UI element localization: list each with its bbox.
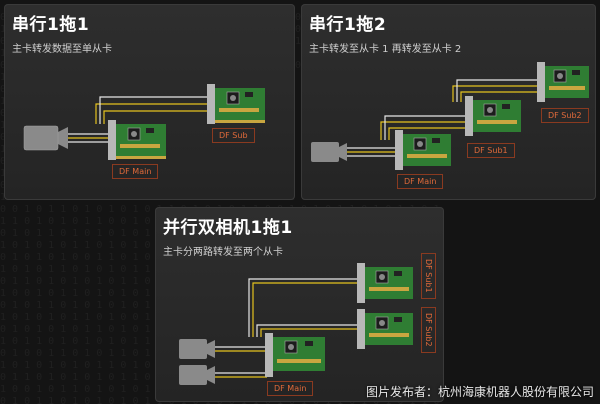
- main-card: [395, 130, 451, 170]
- cable-camera-to-main: [68, 133, 110, 143]
- diagram-serial-1to2: [311, 62, 589, 170]
- panel-parallel-dual-camera: 并行双相机1拖1 主卡分两路转发至两个从卡: [155, 207, 444, 402]
- label-df-main: DF Main: [267, 381, 314, 396]
- label-df-sub1: DF Sub1: [467, 143, 515, 158]
- sub1-card: [465, 96, 521, 136]
- image-credit: 图片发布者：杭州海康机器人股份有限公司: [365, 385, 594, 399]
- sub2-card: [357, 309, 413, 349]
- panel-serial-1to2: 串行1拖2 主卡转发至从卡 1 再转发至从卡 2: [301, 4, 596, 200]
- sub-card: [207, 84, 265, 124]
- cable-main-to-sub1: [248, 278, 357, 337]
- cable-main-to-sub: [95, 96, 210, 124]
- panel-title: 并行双相机1拖1: [163, 218, 293, 238]
- panel-subtitle: 主卡转发数据至单从卡: [12, 44, 112, 55]
- label-df-sub2: DF Sub2: [541, 108, 589, 123]
- cable-main-to-sub1: [380, 115, 465, 140]
- label-df-main: DF Main: [397, 174, 444, 189]
- camera-icon: [23, 125, 68, 151]
- sub2-card: [537, 62, 589, 102]
- panel-title: 串行1拖2: [309, 15, 387, 35]
- camera-icon-2: [179, 365, 215, 385]
- panel-subtitle: 主卡转发至从卡 1 再转发至从卡 2: [309, 44, 462, 55]
- cable-main-to-sub2: [256, 324, 357, 337]
- diagram-parallel-dual-camera: [179, 263, 413, 385]
- main-card: [108, 120, 166, 160]
- panel-serial-1to1: 串行1拖1 主卡转发数据至单从卡: [4, 4, 295, 200]
- panel-subtitle: 主卡分两路转发至两个从卡: [163, 247, 283, 258]
- camera-icon: [311, 142, 347, 162]
- diagram-serial-1to1: [23, 84, 265, 160]
- cable-camera-to-main: [347, 147, 397, 157]
- panel-title: 串行1拖1: [12, 15, 90, 35]
- main-card: [265, 333, 325, 377]
- label-df-sub: DF Sub: [212, 128, 255, 143]
- label-df-main: DF Main: [112, 164, 159, 179]
- cable-cameras-to-main: [215, 346, 267, 378]
- sub1-card: [357, 263, 413, 303]
- cable-sub1-to-sub2: [452, 79, 537, 102]
- label-df-sub1: DF Sub1: [421, 253, 436, 299]
- label-df-sub2: DF Sub2: [421, 307, 436, 353]
- camera-icon-1: [179, 339, 215, 359]
